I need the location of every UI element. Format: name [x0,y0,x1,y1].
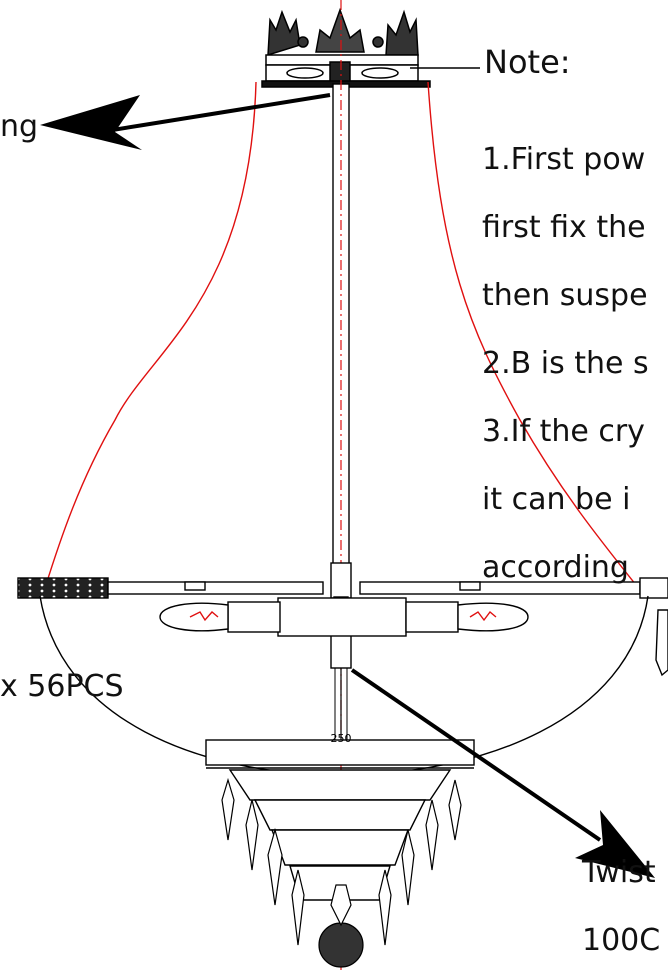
pendant-crystals [221,777,462,968]
length-label: 100C [582,923,661,958]
arrows [40,67,655,878]
arms [17,577,668,599]
dimension-250: 250 [331,732,352,745]
note-line-2: first fix the [482,210,646,245]
note-line-4: 2.B is the s [482,346,649,381]
left-top-label: ng [0,109,39,144]
note-line-6: it can be i [482,482,631,517]
crystal-count-label: x 56PCS [0,669,124,704]
note-line-7: according [482,550,629,585]
crown-ornament [261,7,431,88]
note-heading: Note: [484,43,571,81]
note-line-5: 3.If the cry [482,414,645,449]
note-line-1: 1.First pow [482,142,646,177]
note-line-3: then suspe [482,278,648,313]
twist-label: Twist [582,855,656,890]
canopy-outline [44,81,641,591]
crystal-tiers [205,739,475,901]
light-assembly [159,597,668,677]
